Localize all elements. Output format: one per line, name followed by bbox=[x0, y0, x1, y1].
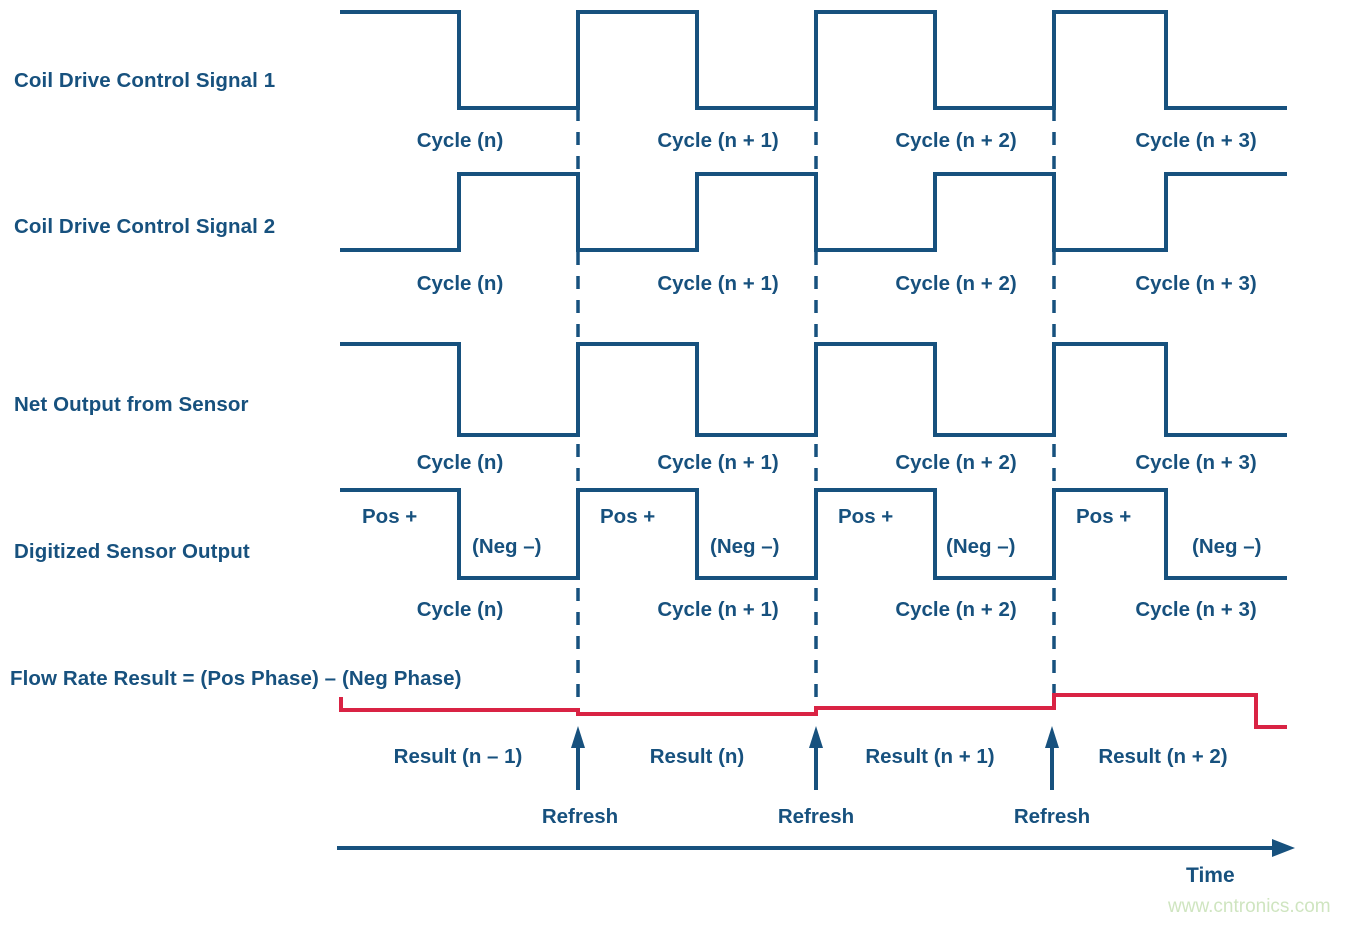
refresh-label-3: Refresh bbox=[1013, 805, 1091, 828]
refresh-arrow-1 bbox=[571, 726, 585, 790]
cycle-label-dig-n2: Cycle (n + 2) bbox=[895, 598, 1017, 621]
cycle-label-sig1-n1: Cycle (n + 1) bbox=[657, 129, 779, 152]
refresh-arrow-2 bbox=[809, 726, 823, 790]
time-axis-arrow bbox=[337, 839, 1295, 857]
waveform-coil-drive-1 bbox=[340, 10, 1287, 110]
phase-label-neg-cycle-n: (Neg –) bbox=[472, 535, 542, 558]
phase-label-neg-cycle-n1: (Neg –) bbox=[710, 535, 780, 558]
row-label-coil-drive-1: Coil Drive Control Signal 1 bbox=[14, 69, 276, 92]
phase-label-pos-cycle-n2: Pos + bbox=[838, 505, 894, 528]
time-axis-label: Time bbox=[1186, 864, 1235, 887]
cycle-label-dig-n: Cycle (n) bbox=[416, 598, 504, 621]
refresh-label-2: Refresh bbox=[777, 805, 855, 828]
waveform-net-output bbox=[340, 342, 1287, 437]
row-label-coil-drive-2: Coil Drive Control Signal 2 bbox=[14, 215, 276, 238]
result-label-n-plus-1: Result (n + 1) bbox=[865, 745, 995, 768]
cycle-label-sig1-n2: Cycle (n + 2) bbox=[895, 129, 1017, 152]
cycle-label-dig-n1: Cycle (n + 1) bbox=[657, 598, 779, 621]
result-label-n-minus-1: Result (n – 1) bbox=[393, 745, 523, 768]
phase-label-neg-cycle-n3: (Neg –) bbox=[1192, 535, 1262, 558]
waveform-coil-drive-2 bbox=[340, 172, 1287, 252]
cycle-label-sig1-n3: Cycle (n + 3) bbox=[1135, 129, 1257, 152]
watermark-text: www.cntronics.com bbox=[1168, 896, 1331, 917]
phase-label-pos-cycle-n3: Pos + bbox=[1076, 505, 1132, 528]
cycle-label-net-n2: Cycle (n + 2) bbox=[895, 451, 1017, 474]
refresh-arrow-3 bbox=[1045, 726, 1059, 790]
cycle-label-sig2-n1: Cycle (n + 1) bbox=[657, 272, 779, 295]
result-label-n: Result (n) bbox=[649, 745, 745, 768]
cycle-label-net-n1: Cycle (n + 1) bbox=[657, 451, 779, 474]
cycle-label-sig2-n3: Cycle (n + 3) bbox=[1135, 272, 1257, 295]
waveform-flow-rate-result bbox=[339, 693, 1287, 729]
result-label-n-plus-2: Result (n + 2) bbox=[1098, 745, 1228, 768]
cycle-label-sig1-n: Cycle (n) bbox=[416, 129, 504, 152]
cycle-label-sig2-n2: Cycle (n + 2) bbox=[895, 272, 1017, 295]
waveform-digitized-output bbox=[340, 488, 1287, 580]
phase-label-neg-cycle-n2: (Neg –) bbox=[946, 535, 1016, 558]
cycle-label-sig2-n: Cycle (n) bbox=[416, 272, 504, 295]
cycle-label-net-n3: Cycle (n + 3) bbox=[1135, 451, 1257, 474]
row-label-flow-rate-result: Flow Rate Result = (Pos Phase) – (Neg Ph… bbox=[10, 667, 462, 690]
cycle-label-net-n: Cycle (n) bbox=[416, 451, 504, 474]
phase-label-pos-cycle-n1: Pos + bbox=[600, 505, 656, 528]
cycle-label-dig-n3: Cycle (n + 3) bbox=[1135, 598, 1257, 621]
row-label-digitized-output: Digitized Sensor Output bbox=[14, 540, 250, 563]
row-label-net-output: Net Output from Sensor bbox=[14, 393, 249, 416]
refresh-markers bbox=[571, 726, 1059, 790]
phase-label-pos-cycle-n: Pos + bbox=[362, 505, 418, 528]
refresh-label-1: Refresh bbox=[541, 805, 619, 828]
